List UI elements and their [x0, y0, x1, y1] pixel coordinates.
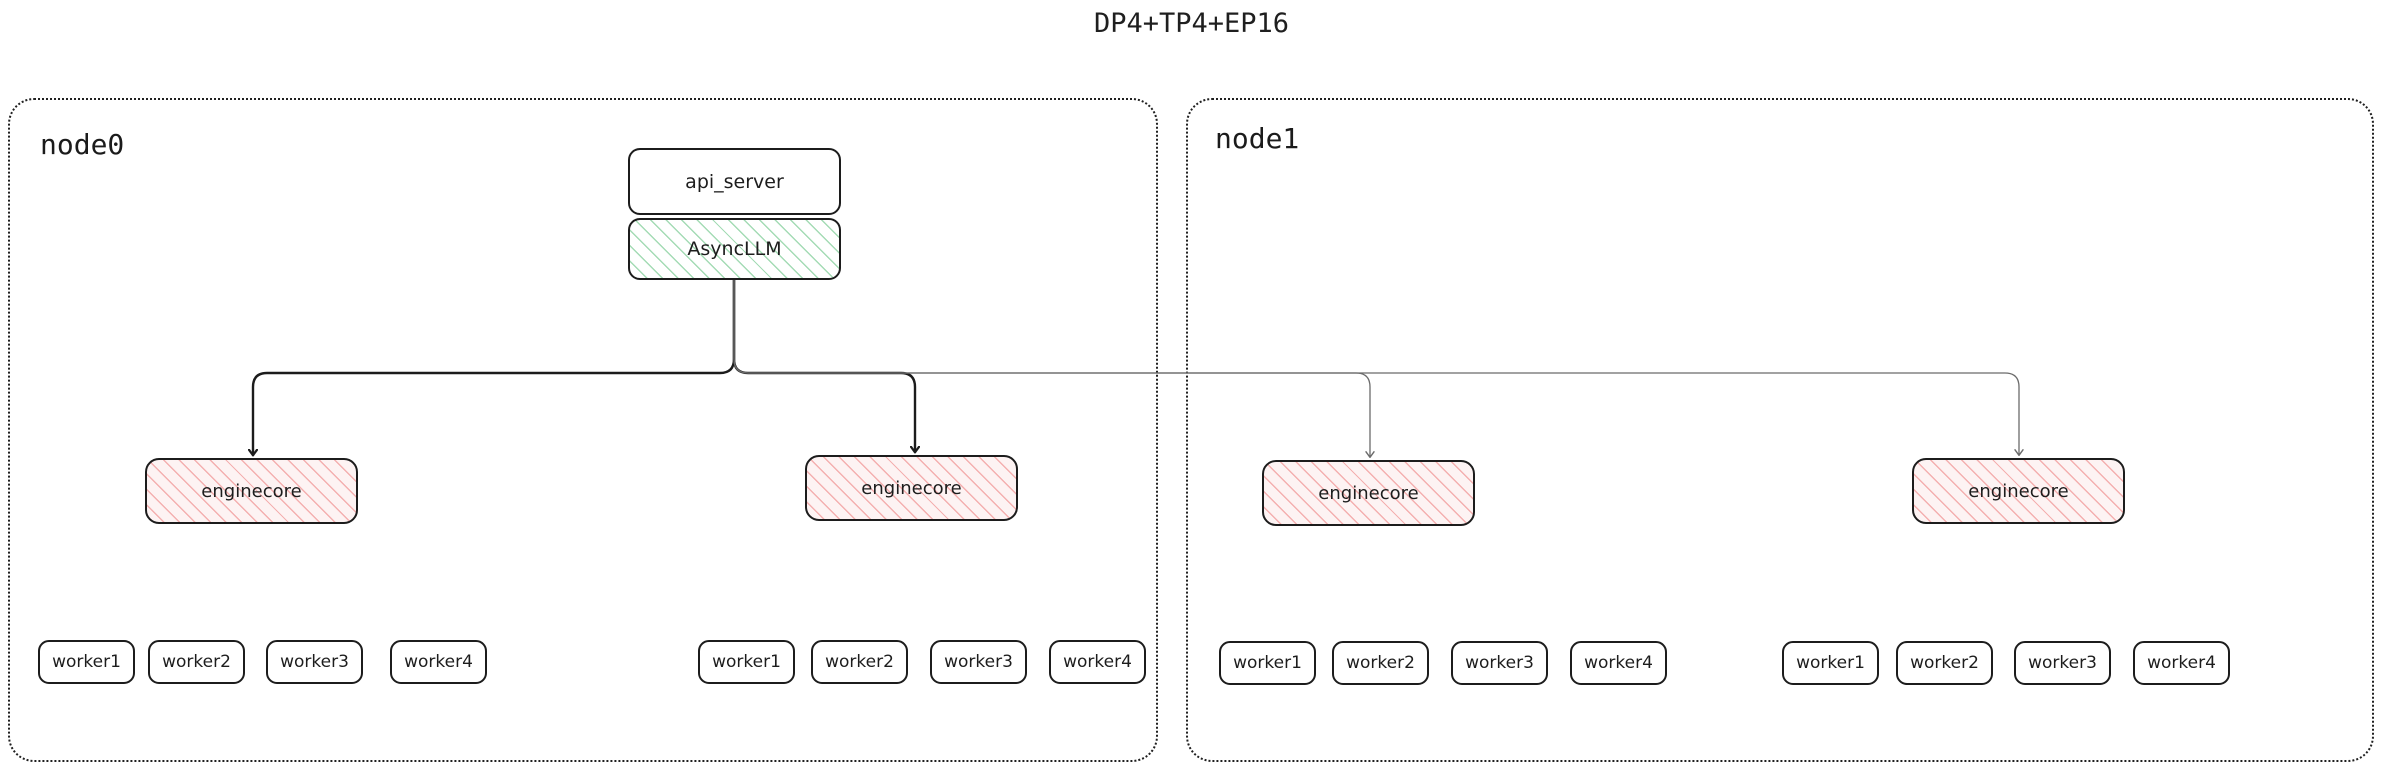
box-async-llm-label: AsyncLLM: [687, 238, 782, 260]
box-enginecore-label: enginecore: [1318, 482, 1419, 504]
box-enginecore[interactable]: enginecore: [805, 455, 1018, 521]
box-worker[interactable]: worker4: [390, 640, 487, 684]
box-enginecore[interactable]: enginecore: [145, 458, 358, 524]
box-enginecore-label: enginecore: [1968, 480, 2069, 502]
box-worker[interactable]: worker1: [1219, 641, 1316, 685]
box-worker[interactable]: worker4: [1570, 641, 1667, 685]
box-worker[interactable]: worker3: [930, 640, 1027, 684]
box-worker[interactable]: worker2: [1332, 641, 1429, 685]
box-worker[interactable]: worker3: [1451, 641, 1548, 685]
node-label-node1: node1: [1215, 122, 1300, 155]
box-worker[interactable]: worker2: [1896, 641, 1993, 685]
box-worker[interactable]: worker1: [38, 640, 135, 684]
box-worker-label: worker2: [1346, 653, 1415, 673]
page-title: DP4+TP4+EP16: [1093, 8, 1290, 39]
box-enginecore-label: enginecore: [201, 480, 302, 502]
box-worker-label: worker3: [2028, 653, 2097, 673]
box-worker[interactable]: worker1: [1782, 641, 1879, 685]
box-worker[interactable]: worker4: [2133, 641, 2230, 685]
box-worker-label: worker2: [825, 652, 894, 672]
box-worker-label: worker2: [1910, 653, 1979, 673]
box-enginecore[interactable]: enginecore: [1262, 460, 1475, 526]
box-worker[interactable]: worker2: [148, 640, 245, 684]
box-worker-label: worker1: [52, 652, 121, 672]
node-label-node0: node0: [40, 128, 125, 161]
box-worker[interactable]: worker3: [2014, 641, 2111, 685]
box-worker-label: worker4: [1584, 653, 1653, 673]
box-worker-label: worker4: [404, 652, 473, 672]
box-worker-label: worker1: [712, 652, 781, 672]
box-worker[interactable]: worker2: [811, 640, 908, 684]
box-worker-label: worker1: [1233, 653, 1302, 673]
box-worker-label: worker3: [944, 652, 1013, 672]
box-worker-label: worker3: [1465, 653, 1534, 673]
box-worker-label: worker4: [2147, 653, 2216, 673]
box-worker-label: worker2: [162, 652, 231, 672]
box-api-server[interactable]: api_server: [628, 148, 841, 215]
box-worker-label: worker4: [1063, 652, 1132, 672]
box-async-llm[interactable]: AsyncLLM: [628, 218, 841, 280]
box-worker-label: worker3: [280, 652, 349, 672]
box-worker[interactable]: worker3: [266, 640, 363, 684]
box-worker[interactable]: worker4: [1049, 640, 1146, 684]
box-api-server-label: api_server: [685, 170, 784, 193]
box-worker[interactable]: worker1: [698, 640, 795, 684]
box-worker-label: worker1: [1796, 653, 1865, 673]
box-enginecore-label: enginecore: [861, 477, 962, 499]
box-enginecore[interactable]: enginecore: [1912, 458, 2125, 524]
